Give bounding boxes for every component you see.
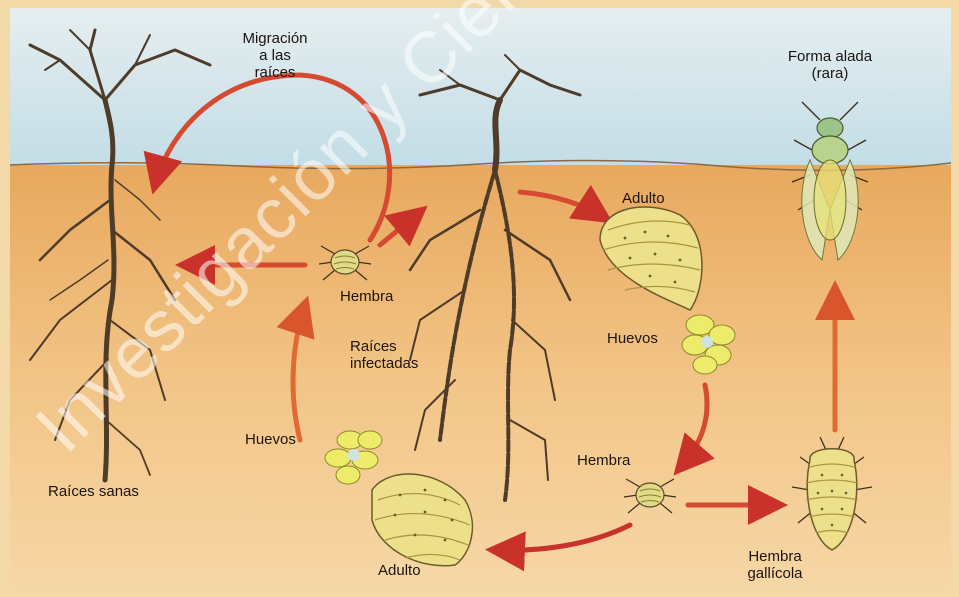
- label-gall-female-line2: gallícola: [730, 565, 820, 582]
- label-gall-female-line1: Hembra: [730, 548, 820, 565]
- label-infected-roots-line2: infectadas: [350, 355, 418, 372]
- label-infected-roots: Raíces infectadas: [350, 338, 418, 372]
- label-gall-female: Hembra gallícola: [730, 548, 820, 582]
- label-infected-roots-line1: Raíces: [350, 338, 418, 355]
- label-winged-form-line1: Forma alada: [770, 48, 890, 65]
- label-winged-form: Forma alada (rara): [770, 48, 890, 82]
- label-migration-line1: Migración: [225, 30, 325, 47]
- label-eggs-right: Huevos: [607, 330, 658, 347]
- label-winged-form-line2: (rara): [770, 65, 890, 82]
- label-female-left: Hembra: [340, 288, 393, 305]
- label-female-right: Hembra: [577, 452, 630, 469]
- label-migration-line3: raíces: [225, 64, 325, 81]
- label-migration-line2: a las: [225, 47, 325, 64]
- label-healthy-roots: Raíces sanas: [48, 483, 139, 500]
- label-eggs-left: Huevos: [245, 431, 296, 448]
- label-migration: Migración a las raíces: [225, 30, 325, 81]
- label-adult-top: Adulto: [622, 190, 665, 207]
- label-adult-bottom: Adulto: [378, 562, 421, 579]
